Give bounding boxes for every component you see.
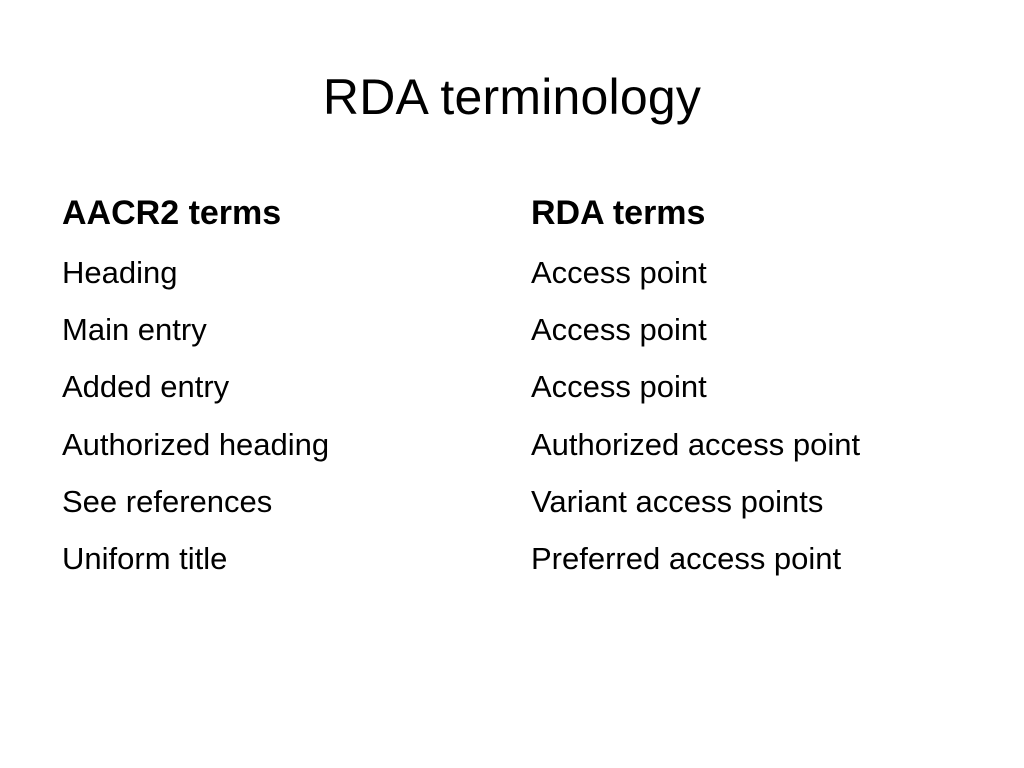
aacr2-column-header: AACR2 terms <box>62 194 282 232</box>
aacr2-term: Heading <box>62 255 178 290</box>
aacr2-term: See references <box>62 483 273 519</box>
rda-term: Access point <box>531 255 707 290</box>
rda-term: Variant access points <box>531 483 824 519</box>
rda-column: RDA terms Access point Access point Acce… <box>531 188 991 587</box>
aacr2-term-list: Heading Main entry Added entry Authorize… <box>62 244 502 587</box>
aacr2-term: Uniform title <box>62 541 228 577</box>
aacr2-column: AACR2 terms Heading Main entry Added ent… <box>62 188 502 587</box>
slide-title: RDA terminology <box>322 69 702 125</box>
rda-term: Authorized access point <box>531 426 861 462</box>
rda-term: Access point <box>531 312 707 348</box>
aacr2-term: Authorized heading <box>62 426 330 462</box>
rda-term-list: Access point Access point Access point A… <box>531 244 991 587</box>
rda-term: Access point <box>531 369 707 405</box>
aacr2-term: Added entry <box>62 369 230 405</box>
aacr2-term: Main entry <box>62 312 207 348</box>
rda-term: Preferred access point <box>531 541 842 577</box>
rda-column-header: RDA terms <box>531 194 706 232</box>
